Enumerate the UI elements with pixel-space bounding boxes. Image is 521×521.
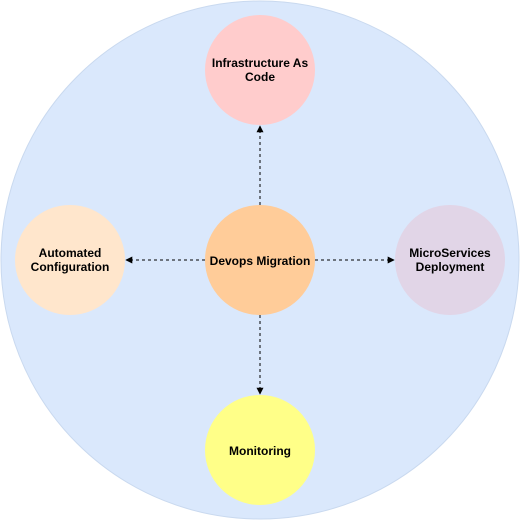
node-devops-migration-label: Devops Migration — [210, 254, 311, 268]
node-monitoring-circle — [205, 395, 315, 505]
node-infrastructure-as-code-circle — [205, 15, 315, 125]
node-infrastructure-as-code-label-line-2: Code — [245, 70, 275, 84]
node-monitoring[interactable]: Monitoring — [205, 395, 315, 505]
node-microservices-deployment-label-line-1: MicroServices — [409, 246, 491, 260]
node-devops-migration-circle — [205, 205, 315, 315]
node-devops-migration[interactable]: Devops Migration — [205, 205, 315, 315]
node-infrastructure-as-code[interactable]: Infrastructure As Code — [205, 15, 315, 125]
node-microservices-deployment[interactable]: MicroServices Deployment — [395, 205, 505, 315]
node-automated-configuration-label-line-1: Automated — [39, 246, 102, 260]
node-automated-configuration-label-line-2: Configuration — [31, 260, 110, 274]
node-monitoring-label: Monitoring — [229, 444, 291, 458]
node-automated-configuration[interactable]: Automated Configuration — [15, 205, 125, 315]
node-automated-configuration-circle — [15, 205, 125, 315]
node-microservices-deployment-label-line-2: Deployment — [416, 260, 485, 274]
node-microservices-deployment-circle — [395, 205, 505, 315]
node-infrastructure-as-code-label-line-1: Infrastructure As — [212, 56, 309, 70]
